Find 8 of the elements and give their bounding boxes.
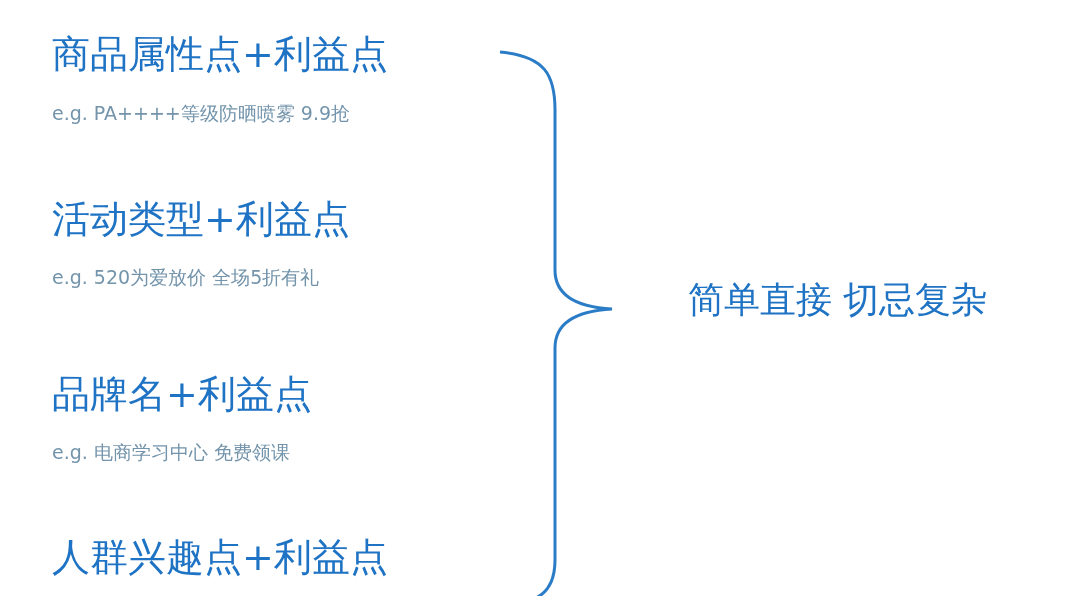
example-text: e.g. 520为爱放价 全场5折有礼 bbox=[52, 266, 320, 289]
example-text: e.g. 电商学习中心 免费领课 bbox=[52, 441, 290, 464]
summary-text: 简单直接 切忌复杂 bbox=[688, 278, 988, 322]
heading: 品牌名+利益点 bbox=[52, 372, 312, 418]
heading: 活动类型+利益点 bbox=[52, 197, 350, 243]
example-text: e.g. PA++++等级防晒喷雾 9.9抢 bbox=[52, 102, 351, 125]
heading: 商品属性点+利益点 bbox=[52, 32, 388, 78]
heading: 人群兴趣点+利益点 bbox=[52, 535, 388, 581]
